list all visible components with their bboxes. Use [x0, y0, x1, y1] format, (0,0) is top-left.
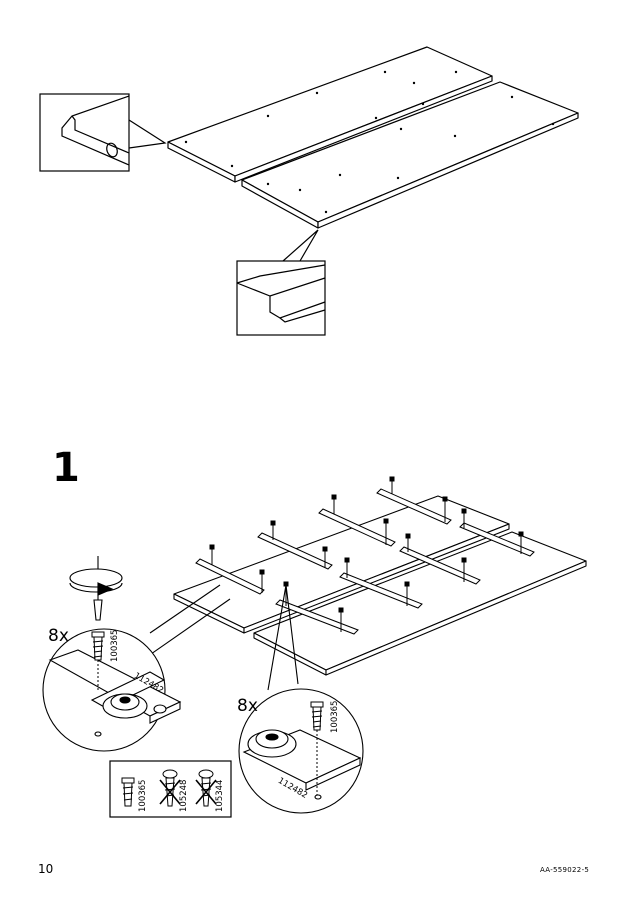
document-code: AA-559022-5 — [540, 866, 590, 874]
legend-code-3: 105344 — [215, 779, 225, 812]
page-number: 10 — [38, 862, 54, 876]
step-number: 1 — [52, 445, 80, 491]
screwdriver — [69, 556, 123, 621]
quantity-label-b: 8x — [237, 696, 258, 716]
screw-code-a: 100365 — [110, 629, 120, 662]
edge-detail-box-2 — [236, 260, 326, 336]
legend-code-1: 100365 — [138, 779, 148, 812]
screw-code-b: 100365 — [330, 700, 340, 733]
quantity-label-a: 8x — [48, 626, 69, 646]
legend-code-2: 105248 — [179, 779, 189, 812]
screw-b — [310, 701, 324, 795]
rails — [195, 488, 535, 635]
screw-a — [91, 631, 105, 690]
